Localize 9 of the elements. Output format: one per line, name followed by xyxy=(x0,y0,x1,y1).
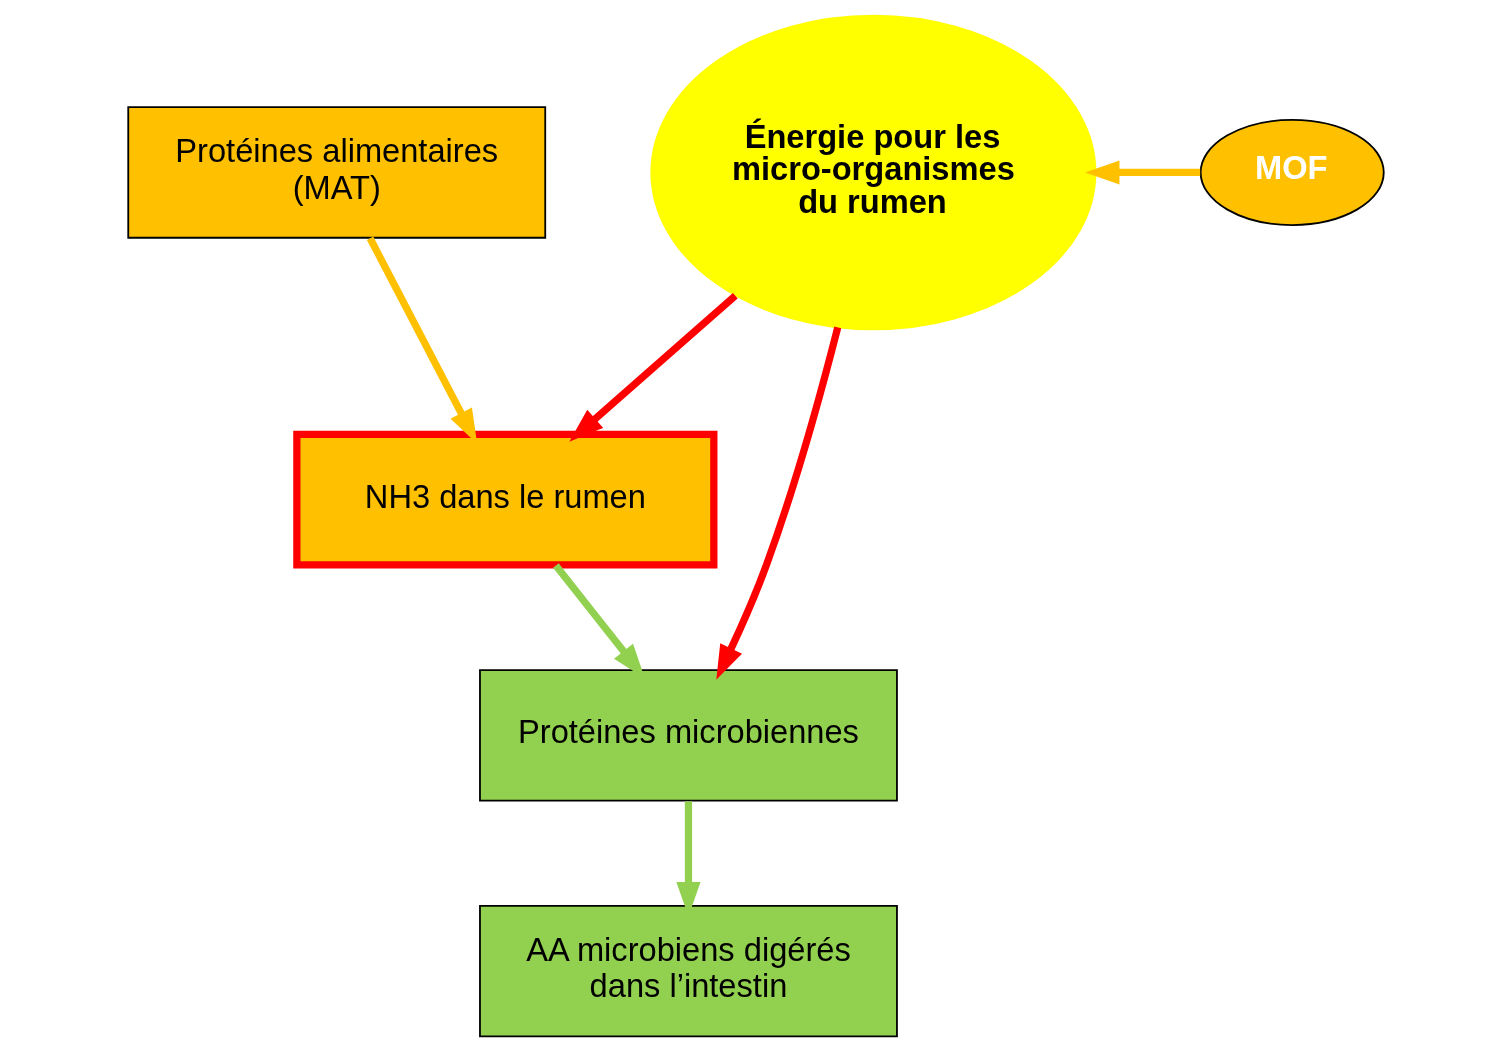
node-box: Protéines alimentaires (MAT) xyxy=(126,106,546,239)
arrow xyxy=(715,326,841,680)
node-box: Protéines microbiennes xyxy=(478,669,898,802)
node-box: AA microbiens digérés dans l’intestin xyxy=(478,904,898,1038)
node-ellipse: MOF xyxy=(1199,119,1385,226)
arrow xyxy=(568,292,738,442)
arrow xyxy=(1084,160,1200,185)
node-ellipse: Énergie pour les micro-organismes du rumen xyxy=(649,14,1096,331)
node-box: NH3 dans le rumen xyxy=(292,430,717,569)
